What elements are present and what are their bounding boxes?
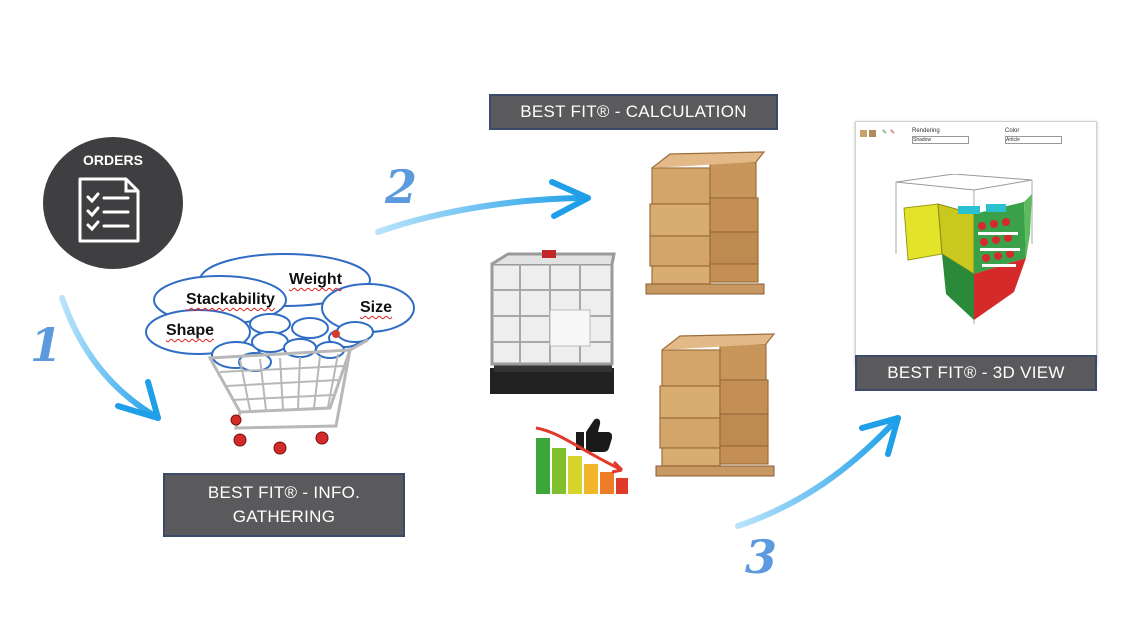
toolbar-box-icon[interactable]: [869, 130, 876, 137]
calculation-label: BEST FIT® - CALCULATION: [489, 94, 778, 130]
orders-circle: [43, 137, 183, 269]
arrow-step-2: [375, 179, 591, 235]
bubble-size-text: Size: [360, 299, 393, 316]
color-select[interactable]: Article: [1005, 136, 1062, 144]
info-gathering-line1: BEST FIT® - INFO.: [207, 483, 361, 502]
arrow-step-1: [59, 295, 161, 421]
falling-bars-graphic: [535, 426, 628, 494]
ibc-container-icon: [490, 250, 616, 394]
cart-bubbles-graphic: [145, 253, 415, 455]
toolbar-edit-icon[interactable]: ✎: [890, 130, 896, 136]
bubble-weight-text: Weight: [289, 271, 343, 288]
clipboard-checklist-icon: [78, 177, 140, 243]
step-number-1: 1: [30, 318, 63, 372]
rendering-label: Rendering: [912, 128, 940, 134]
thumbs-up-icon: [576, 418, 612, 452]
orders-title: ORDERS: [83, 152, 143, 168]
color-label: Color: [1005, 128, 1020, 134]
pallet-boxes-top-icon: [645, 151, 766, 295]
pallet-boxes-bottom-icon: [655, 333, 776, 477]
view-3d-label: BEST FIT® - 3D VIEW: [855, 355, 1097, 391]
viewer-toolbar: ✎ ✎ Rendering Shadow Color Article: [860, 128, 1092, 144]
arrow-step-3: [735, 415, 901, 529]
pallet-3d-render: [895, 174, 1033, 324]
info-gathering-line2: GATHERING: [232, 507, 336, 526]
bubble-shape-text: Shape: [166, 322, 215, 339]
toolbar-box-icon[interactable]: [860, 130, 867, 137]
info-gathering-label: BEST FIT® - INFO. GATHERING: [163, 473, 405, 537]
step-number-3: 3: [745, 530, 778, 584]
rendering-select[interactable]: Shadow: [912, 136, 969, 144]
viewer-3d-panel: ✎ ✎ Rendering Shadow Color Article: [855, 121, 1097, 365]
toolbar-edit-icon[interactable]: ✎: [882, 130, 888, 136]
step-number-2: 2: [385, 160, 418, 214]
bubble-stackability-text: Stackability: [186, 291, 275, 308]
